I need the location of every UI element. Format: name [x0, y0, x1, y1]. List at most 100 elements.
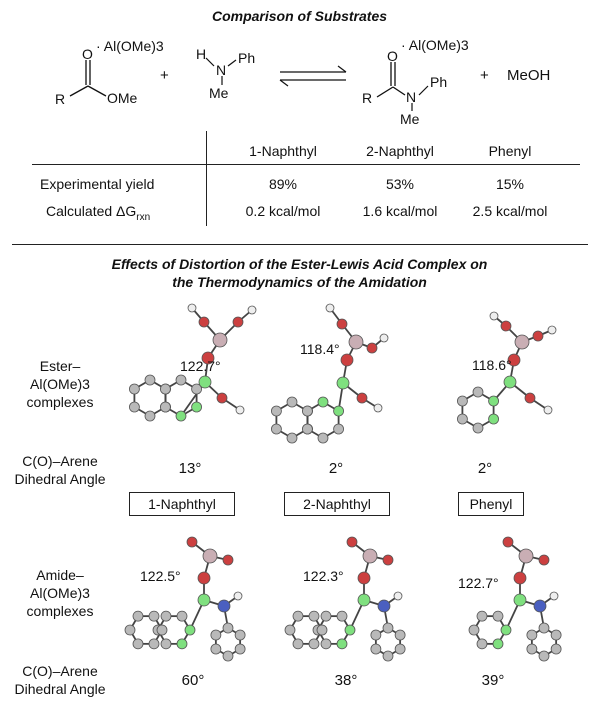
distortion-title-line2: the Thermodynamics of the Amidation [172, 274, 427, 290]
carbon-atom [538, 622, 550, 634]
hydrogen-atom [247, 305, 257, 315]
ester-dihedral-1-naphthyl: 13° [178, 460, 202, 477]
carbon-atom [292, 610, 304, 622]
carbon-atom [191, 383, 202, 395]
column-header-1-naphthyl: 1-Naphthyl [249, 143, 317, 159]
carbon-atom [176, 610, 188, 622]
nitrogen-atom [377, 599, 391, 613]
oxygen-atom [216, 392, 228, 404]
amide-dihedral-1-naphthyl: 60° [181, 672, 205, 689]
substrate-box-2-naphthyl: 2-Naphthyl [284, 492, 390, 516]
oxygen-atom [197, 571, 211, 585]
carbon-atom [492, 610, 504, 622]
carbon-atom [336, 638, 348, 650]
reaction-bonds [69, 57, 429, 111]
carbon-atom [526, 629, 538, 641]
carbon-atom [394, 643, 406, 655]
hydrogen-atom [187, 303, 197, 313]
plus-sign-1: + [160, 67, 169, 84]
aluminum-atom [362, 548, 378, 564]
carbon-atom [222, 650, 234, 662]
column-header-2-naphthyl: 2-Naphthyl [366, 143, 434, 159]
aluminum-atom [212, 332, 228, 348]
table-header-rule [32, 164, 580, 165]
carbon-atom [156, 624, 168, 636]
carbon-atom [222, 622, 234, 634]
row-label-yield: Experimental yield [40, 176, 155, 192]
carbon-atom [333, 423, 344, 435]
carbon-atom [382, 650, 394, 662]
carbon-atom [160, 638, 172, 650]
carbon-atom [492, 638, 504, 650]
hydrogen-atom [325, 303, 335, 313]
ester-r-label: R [55, 91, 66, 107]
substrate-box-phenyl: Phenyl [458, 492, 524, 516]
carbon-atom [292, 638, 304, 650]
carbon-atom [476, 638, 488, 650]
ester-dihedral-phenyl: 2° [477, 460, 493, 477]
carbon-atom [144, 374, 156, 386]
carbon-atom [286, 396, 298, 408]
yield-phenyl: 15% [495, 176, 525, 192]
carbon-atom [320, 610, 332, 622]
oxygen-atom [382, 554, 394, 566]
carbon-atom [175, 374, 187, 386]
amide-lewis-acid-label: · Al(OMe)3 [401, 37, 469, 53]
carbon-atom [308, 610, 320, 622]
oxygen-atom [336, 318, 348, 330]
hydrogen-atom [543, 405, 553, 415]
row-label-delta-g: Calculated ΔGrxn [46, 203, 151, 223]
amide-oxygen-label: O [387, 48, 398, 64]
carbon-atom [302, 423, 313, 435]
carbon-atom [317, 432, 329, 444]
carbon-atom [370, 643, 382, 655]
delta-g-phenyl: 2.5 kcal/mol [472, 203, 548, 219]
ester-angle-phenyl: 118.6° [472, 357, 512, 373]
carbon-atom [148, 638, 160, 650]
carbon-atom [394, 629, 406, 641]
ester-ome-label: OMe [107, 90, 138, 106]
carbon-atom [370, 629, 382, 641]
substrate-box-1-naphthyl: 1-Naphthyl [129, 492, 235, 516]
oxygen-atom [366, 342, 378, 354]
amide-me-label: Me [400, 111, 420, 127]
ester-dihedral-label: C(O)–Arene Dihedral Angle [14, 453, 106, 487]
carbon-atom [457, 395, 468, 407]
amine-n-label: N [216, 62, 227, 78]
amide-dihedral-2-naphthyl: 38° [334, 672, 358, 689]
oxygen-atom [232, 316, 244, 328]
amide-r-label: R [362, 90, 373, 106]
byproduct-meoh: MeOH [507, 67, 551, 84]
carbon-atom [284, 624, 296, 636]
carbon-atom [160, 383, 171, 395]
carbonyl-carbon-atom [198, 375, 212, 389]
amide-angle-phenyl: 122.7° [458, 575, 499, 591]
carbonyl-carbon-atom [513, 593, 527, 607]
carbon-atom [271, 423, 282, 435]
carbon-atom [271, 405, 282, 417]
yield-2-naphthyl: 53% [385, 176, 415, 192]
amine-ph-label: Ph [238, 50, 256, 66]
comparison-title: Comparison of Substrates [211, 8, 388, 24]
carbon-atom [500, 624, 512, 636]
table-vertical-rule [206, 131, 207, 226]
distortion-title-line1: Effects of Distortion of the Ester-Lewis… [111, 256, 488, 272]
carbonyl-carbon-atom [197, 593, 211, 607]
carbon-atom [234, 629, 246, 641]
carbon-atom [472, 422, 484, 434]
oxygen-atom [357, 571, 371, 585]
carbon-atom [308, 638, 320, 650]
hydrogen-atom [547, 325, 557, 335]
plus-sign-2: + [480, 67, 489, 84]
amine-h-label: H [196, 46, 207, 62]
oxygen-atom [198, 316, 210, 328]
carbon-atom [476, 610, 488, 622]
oxygen-atom [222, 554, 234, 566]
ester-complexes-label: Ester– Al(OMe)3 complexes [26, 358, 94, 410]
carbon-atom [210, 629, 222, 641]
aluminum-atom [202, 548, 218, 564]
oxygen-atom [346, 536, 358, 548]
ester-angle-1-naphthyl: 122.7° [180, 358, 221, 374]
oxygen-atom [186, 536, 198, 548]
ester-oxygen-label: O [82, 46, 93, 62]
